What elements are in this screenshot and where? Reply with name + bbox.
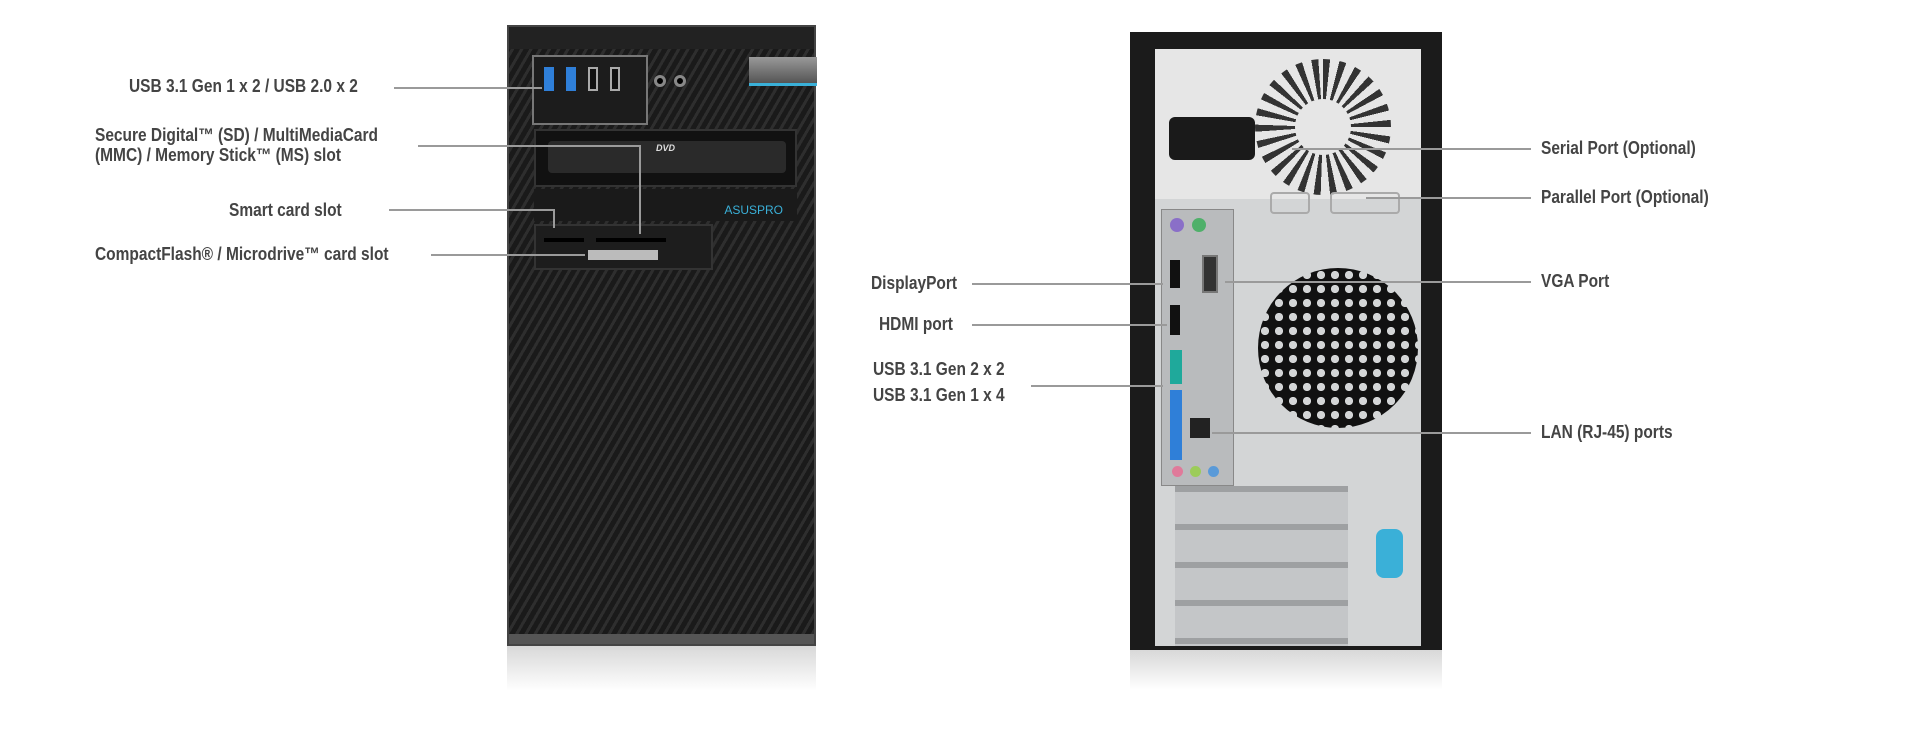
usb3-port-icon <box>566 67 576 91</box>
ps2-port-icon <box>1170 218 1184 232</box>
headphone-jack-icon <box>654 75 666 87</box>
label-lan-ports: LAN (RJ-45) ports <box>1541 422 1673 442</box>
front-tower-image: DVD ASUSPRO <box>507 25 817 646</box>
label-displayport: DisplayPort <box>871 273 958 293</box>
power-socket-icon <box>1169 117 1255 160</box>
leader-line <box>394 87 542 89</box>
dvd-logo: DVD <box>656 143 676 153</box>
sd-slot <box>596 238 666 242</box>
blue-latch <box>1376 529 1403 578</box>
usb-gen2-ports-icon <box>1170 350 1182 384</box>
ps2-port-icon <box>1192 218 1206 232</box>
label-parallel-port: Parallel Port (Optional) <box>1541 187 1709 207</box>
drive-bay: ASUSPRO <box>534 189 797 221</box>
leader-line <box>1225 281 1531 283</box>
optical-drive: DVD <box>534 129 797 187</box>
label-hdmi-port: HDMI port <box>879 314 953 334</box>
label-front-usb: USB 3.1 Gen 1 x 2 / USB 2.0 x 2 <box>129 76 358 96</box>
back-reflection <box>1130 650 1442 690</box>
usb2-port-icon <box>588 67 598 91</box>
case-fan-grille-icon <box>1258 268 1418 428</box>
front-reflection <box>507 646 816 691</box>
card-reader <box>534 224 713 270</box>
parallel-port-cover <box>1330 192 1400 214</box>
serial-port-cover <box>1270 192 1310 214</box>
label-usb-gen1: USB 3.1 Gen 1 x 4 <box>873 385 1005 405</box>
displayport-icon <box>1170 260 1180 288</box>
usb-gen1-ports-icon <box>1170 390 1182 460</box>
leader-line <box>1212 432 1531 434</box>
audio-jacks <box>654 75 694 89</box>
psu-fan-hub <box>1295 99 1351 155</box>
label-vga-port: VGA Port <box>1541 271 1610 291</box>
leader-line <box>418 145 640 147</box>
asuspro-logo: ASUSPRO <box>724 203 783 217</box>
smart-card-slot <box>544 238 584 242</box>
audio-jack-icon <box>1172 466 1183 477</box>
usb2-port-icon <box>610 67 620 91</box>
base-foot <box>509 634 814 644</box>
top-bezel <box>509 27 814 49</box>
leader-line <box>389 209 554 211</box>
front-io-panel <box>532 55 648 125</box>
leader-line <box>1292 148 1531 150</box>
label-serial-port: Serial Port (Optional) <box>1541 138 1696 158</box>
audio-jack-icon <box>1208 466 1219 477</box>
cf-slot <box>588 250 658 260</box>
mic-jack-icon <box>674 75 686 87</box>
leader-line <box>1366 197 1531 199</box>
vga-port-icon <box>1202 255 1218 293</box>
leader-line <box>972 283 1163 285</box>
leader-line <box>553 209 555 228</box>
expansion-slots <box>1175 486 1348 646</box>
psu <box>1155 49 1421 199</box>
leader-line <box>1031 385 1163 387</box>
hdmi-port-icon <box>1170 305 1180 335</box>
label-smart-card: Smart card slot <box>229 200 342 220</box>
leader-line <box>639 145 641 234</box>
audio-jack-icon <box>1190 466 1201 477</box>
back-tower-image <box>1130 32 1442 650</box>
leader-line <box>431 254 585 256</box>
power-button <box>749 57 817 86</box>
label-sd-mmc-ms-1: Secure Digital™ (SD) / MultiMediaCard <box>95 125 378 145</box>
leader-line <box>972 324 1167 326</box>
usb3-port-icon <box>544 67 554 91</box>
io-shield <box>1161 209 1234 486</box>
label-usb-gen2: USB 3.1 Gen 2 x 2 <box>873 359 1005 379</box>
label-sd-mmc-ms-2: (MMC) / Memory Stick™ (MS) slot <box>95 145 341 165</box>
label-compactflash: CompactFlash® / Microdrive™ card slot <box>95 244 389 264</box>
lan-port-icon <box>1190 418 1210 438</box>
